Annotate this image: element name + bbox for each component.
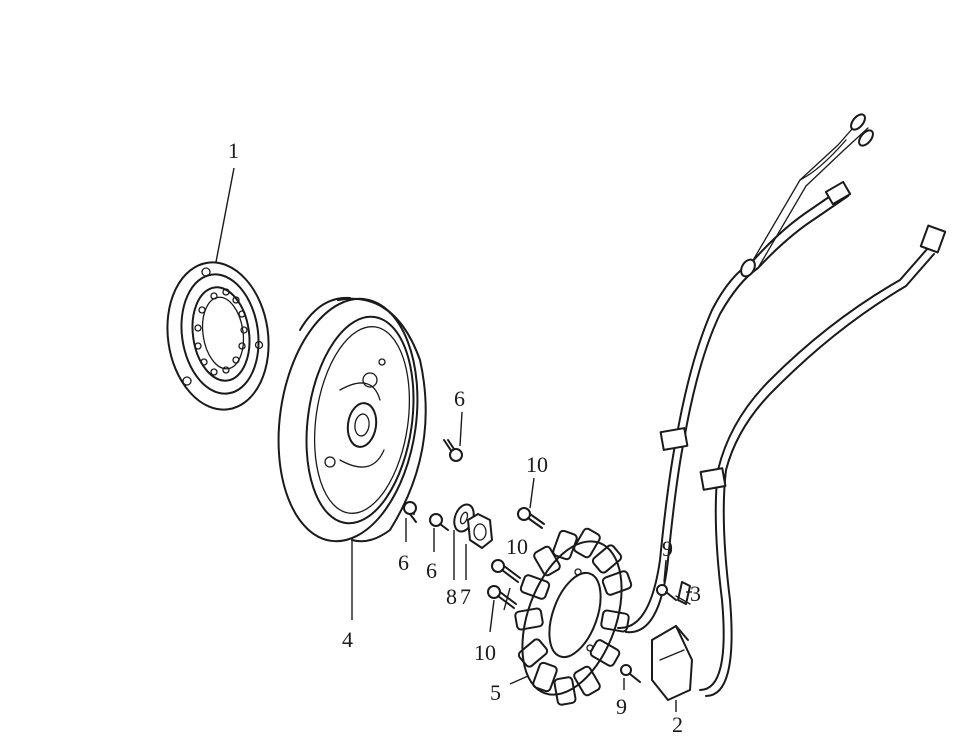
callout-9-lower: 9 xyxy=(616,694,627,719)
callout-7: 7 xyxy=(460,584,471,609)
nut-7 xyxy=(467,513,493,549)
callout-3: 3 xyxy=(690,581,701,606)
callout-2: 2 xyxy=(672,712,683,737)
screw-9-upper xyxy=(656,584,677,601)
callout-1: 1 xyxy=(228,138,239,163)
screw-10-lower xyxy=(487,585,517,609)
callout-10-lower: 10 xyxy=(474,640,496,665)
part-starter-clutch xyxy=(166,261,270,411)
callout-6-middle: 6 xyxy=(426,558,437,583)
bolt-6-upper xyxy=(443,439,463,462)
screw-10-middle xyxy=(491,559,521,583)
callout-10-upper: 10 xyxy=(526,452,548,477)
callout-9-upper: 9 xyxy=(662,536,673,561)
callout-8: 8 xyxy=(446,584,457,609)
callout-4: 4 xyxy=(342,627,353,652)
callout-5: 5 xyxy=(490,680,501,705)
bolt-6-left xyxy=(403,501,417,523)
callout-labels: 1 2 3 4 5 6 6 6 7 8 9 9 10 10 10 xyxy=(228,138,701,737)
screw-9-lower xyxy=(620,664,641,683)
callout-6-upper: 6 xyxy=(454,386,465,411)
screw-10-upper xyxy=(517,507,545,529)
part-stator xyxy=(514,527,633,706)
callout-6-left: 6 xyxy=(398,550,409,575)
leader-lines xyxy=(215,167,692,712)
part-pickup-coil xyxy=(651,625,693,701)
callout-10-middle: 10 xyxy=(506,534,528,559)
part-flywheel-rotor xyxy=(277,296,427,543)
wiring-harness xyxy=(617,113,947,697)
bolt-6-middle xyxy=(429,513,449,531)
part-clamp xyxy=(675,581,691,605)
